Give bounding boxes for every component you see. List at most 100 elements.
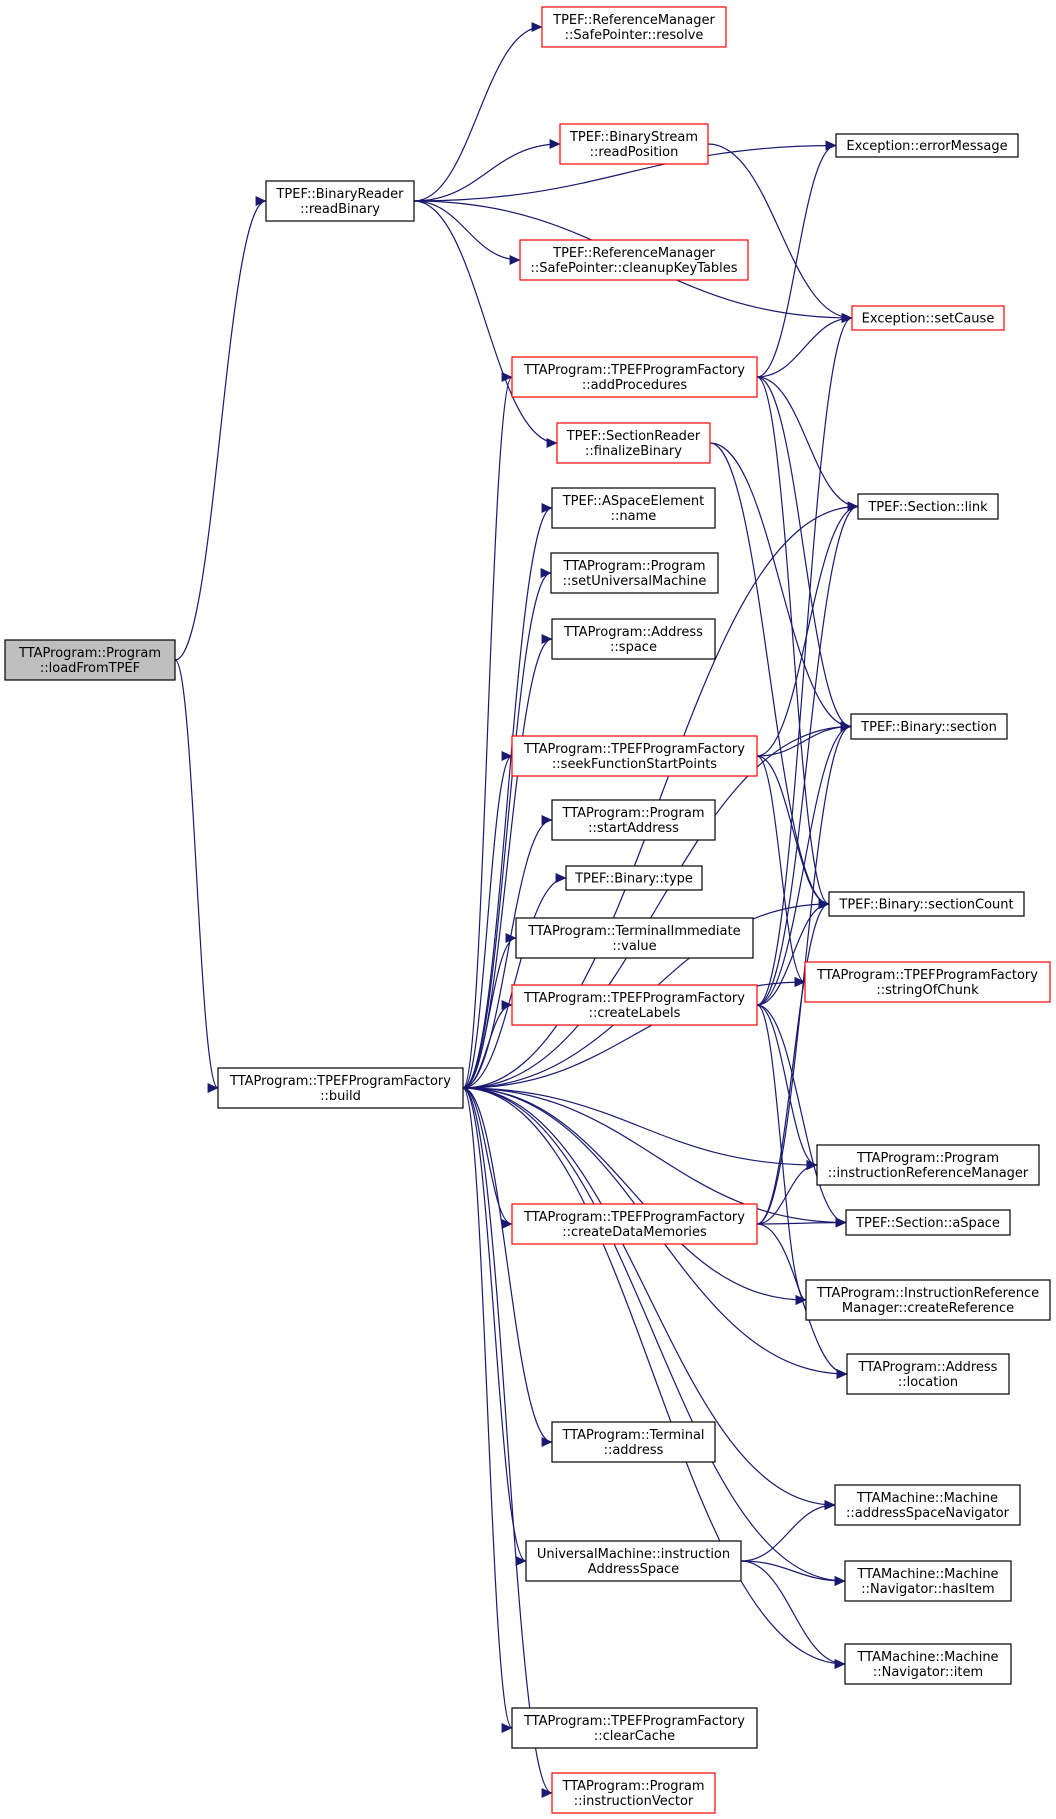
node-box xyxy=(844,1643,1012,1685)
node-address-space[interactable]: TTAProgram::Address::space xyxy=(551,618,716,660)
node-read-position[interactable]: TPEF::BinaryStream::readPosition xyxy=(559,123,709,165)
node-label-line: ::name xyxy=(611,509,657,524)
node-label-line: TPEF::Binary::section xyxy=(860,720,997,735)
node-instruction-reference-manager[interactable]: TTAProgram::Program::instructionReferenc… xyxy=(816,1144,1040,1186)
node-box xyxy=(805,1279,1051,1321)
node-label-line: ::addressSpaceNavigator xyxy=(846,1506,1010,1521)
edge-seek-function-start-points-to-string-of-chunk xyxy=(756,755,806,987)
node-box xyxy=(511,356,758,398)
node-build[interactable]: TTAProgram::TPEFProgramFactory::build xyxy=(217,1067,464,1109)
call-edges xyxy=(174,22,859,1798)
node-box xyxy=(846,1353,1010,1395)
node-label-line: Exception::setCause xyxy=(862,312,995,327)
edge-read-binary-to-read-position xyxy=(413,139,561,202)
node-address-location[interactable]: TTAProgram::Address::location xyxy=(846,1353,1010,1395)
edge-read-binary-to-error-message xyxy=(413,140,837,202)
node-label-line: TPEF::Binary::type xyxy=(574,872,693,887)
node-label-line: TTAProgram::Program xyxy=(563,559,706,574)
node-terminal-address[interactable]: TTAProgram::Terminal::address xyxy=(551,1421,716,1463)
edge-read-position-to-set-cause xyxy=(707,143,853,323)
node-box xyxy=(857,493,999,520)
node-box xyxy=(511,984,758,1026)
node-label-line: ::startAddress xyxy=(588,821,679,836)
edge-build-to-create-labels xyxy=(462,1000,513,1089)
node-instruction-vector[interactable]: TTAProgram::Program::instructionVector xyxy=(551,1772,716,1814)
node-label-line: TTAProgram::Address xyxy=(563,625,703,640)
node-finalize-binary[interactable]: TPEF::SectionReader::finalizeBinary xyxy=(556,422,711,464)
node-section-aspace[interactable]: TPEF::Section::aSpace xyxy=(845,1209,1011,1236)
node-navigator-item[interactable]: TTAMachine::Machine::Navigator::item xyxy=(844,1643,1012,1685)
node-section-link[interactable]: TPEF::Section::link xyxy=(857,493,999,520)
node-string-of-chunk[interactable]: TTAProgram::TPEFProgramFactory::stringOf… xyxy=(804,961,1051,1003)
edge-read-binary-to-finalize-binary xyxy=(413,200,558,448)
edge-build-to-add-procedures xyxy=(462,372,513,1089)
node-seek-function-start-points[interactable]: TTAProgram::TPEFProgramFactory::seekFunc… xyxy=(511,735,758,777)
edge-create-data-memories-to-binary-section xyxy=(756,721,852,1225)
edge-build-to-seek-function-start-points xyxy=(462,751,513,1089)
node-has-item[interactable]: TTAMachine::Machine::Navigator::hasItem xyxy=(844,1560,1012,1602)
edge-build-to-terminal-immediate-value xyxy=(462,933,517,1089)
edge-build-to-instruction-address-space xyxy=(462,1087,527,1566)
node-start-address[interactable]: TTAProgram::Program::startAddress xyxy=(551,799,716,841)
node-set-universal-machine[interactable]: TTAProgram::Program::setUniversalMachine xyxy=(550,552,719,594)
edge-build-to-set-universal-machine xyxy=(462,568,552,1089)
node-label-line: UniversalMachine::instruction xyxy=(537,1547,730,1562)
node-read-binary[interactable]: TPEF::BinaryReader::readBinary xyxy=(265,180,415,222)
edge-create-data-memories-to-section-count xyxy=(756,899,830,1225)
node-aspace-name[interactable]: TPEF::ASpaceElement::name xyxy=(551,487,716,529)
node-binary-section[interactable]: TPEF::Binary::section xyxy=(850,713,1008,740)
node-label-line: ::loadFromTPEF xyxy=(40,661,140,676)
node-label-line: TTAProgram::TPEFProgramFactory xyxy=(523,1714,745,1729)
node-label-line: ::stringOfChunk xyxy=(876,983,979,998)
node-label-line: ::Navigator::item xyxy=(873,1665,983,1680)
node-section-count[interactable]: TPEF::Binary::sectionCount xyxy=(828,891,1025,917)
node-label-line: TTAProgram::Program xyxy=(562,806,705,821)
node-label-line: ::finalizeBinary xyxy=(585,444,682,459)
node-label-line: TTAProgram::TPEFProgramFactory xyxy=(523,991,745,1006)
node-label-line: ::setUniversalMachine xyxy=(563,574,707,589)
node-label-line: Exception::errorMessage xyxy=(846,139,1007,154)
node-label-line: TPEF::ASpaceElement xyxy=(562,494,705,509)
node-label-line: TTAProgram::Terminal xyxy=(561,1428,704,1443)
edge-add-procedures-to-section-link xyxy=(756,376,859,512)
edge-instruction-address-space-to-has-item xyxy=(740,1560,846,1586)
node-create-labels[interactable]: TTAProgram::TPEFProgramFactory::createLa… xyxy=(511,984,758,1026)
node-terminal-immediate-value[interactable]: TTAProgram::TerminalImmediate::value xyxy=(515,917,754,959)
node-root[interactable]: TTAProgram::Program::loadFromTPEF xyxy=(4,639,176,681)
node-add-procedures[interactable]: TTAProgram::TPEFProgramFactory::addProce… xyxy=(511,356,758,398)
node-create-reference[interactable]: TTAProgram::InstructionReferenceManager:… xyxy=(805,1279,1051,1321)
node-create-data-memories[interactable]: TTAProgram::TPEFProgramFactory::createDa… xyxy=(511,1203,758,1245)
node-box xyxy=(565,865,703,891)
node-box xyxy=(551,618,716,660)
node-box xyxy=(559,123,709,165)
node-label-line: TTAProgram::TerminalImmediate xyxy=(527,924,740,939)
node-error-message[interactable]: Exception::errorMessage xyxy=(835,133,1019,158)
node-box xyxy=(265,180,415,222)
node-label-line: TTAProgram::Program xyxy=(562,1779,705,1794)
node-box xyxy=(551,487,716,529)
node-box xyxy=(816,1144,1040,1186)
node-label-line: ::createLabels xyxy=(589,1006,681,1021)
edge-create-labels-to-section-link xyxy=(756,501,859,1006)
edge-build-to-create-data-memories xyxy=(462,1087,513,1229)
node-label-line: ::SafePointer::cleanupKeyTables xyxy=(530,261,737,276)
node-cleanup-key-tables[interactable]: TPEF::ReferenceManager::SafePointer::cle… xyxy=(519,239,749,281)
edge-build-to-section-aspace xyxy=(462,1087,847,1228)
node-address-space-navigator[interactable]: TTAMachine::Machine::addressSpaceNavigat… xyxy=(834,1484,1021,1526)
node-binary-type[interactable]: TPEF::Binary::type xyxy=(565,865,703,891)
edge-finalize-binary-to-section-count xyxy=(709,442,830,909)
node-box xyxy=(835,133,1019,158)
node-set-cause[interactable]: Exception::setCause xyxy=(851,305,1005,331)
node-label-line: TTAMachine::Machine xyxy=(856,1567,998,1582)
node-box xyxy=(556,422,711,464)
node-resolve[interactable]: TPEF::ReferenceManager::SafePointer::res… xyxy=(541,6,727,48)
node-label-line: TTAProgram::TPEFProgramFactory xyxy=(816,968,1038,983)
edge-instruction-address-space-to-navigator-item xyxy=(740,1560,846,1669)
edge-read-binary-to-cleanup-key-tables xyxy=(413,200,521,265)
node-label-line: ::SafePointer::resolve xyxy=(565,28,704,43)
node-label-line: TPEF::Section::aSpace xyxy=(855,1216,1000,1231)
node-instruction-address-space[interactable]: UniversalMachine::instructionAddressSpac… xyxy=(525,1540,742,1582)
node-label-line: TTAProgram::Address xyxy=(858,1360,998,1375)
node-clear-cache[interactable]: TTAProgram::TPEFProgramFactory::clearCac… xyxy=(511,1707,758,1749)
